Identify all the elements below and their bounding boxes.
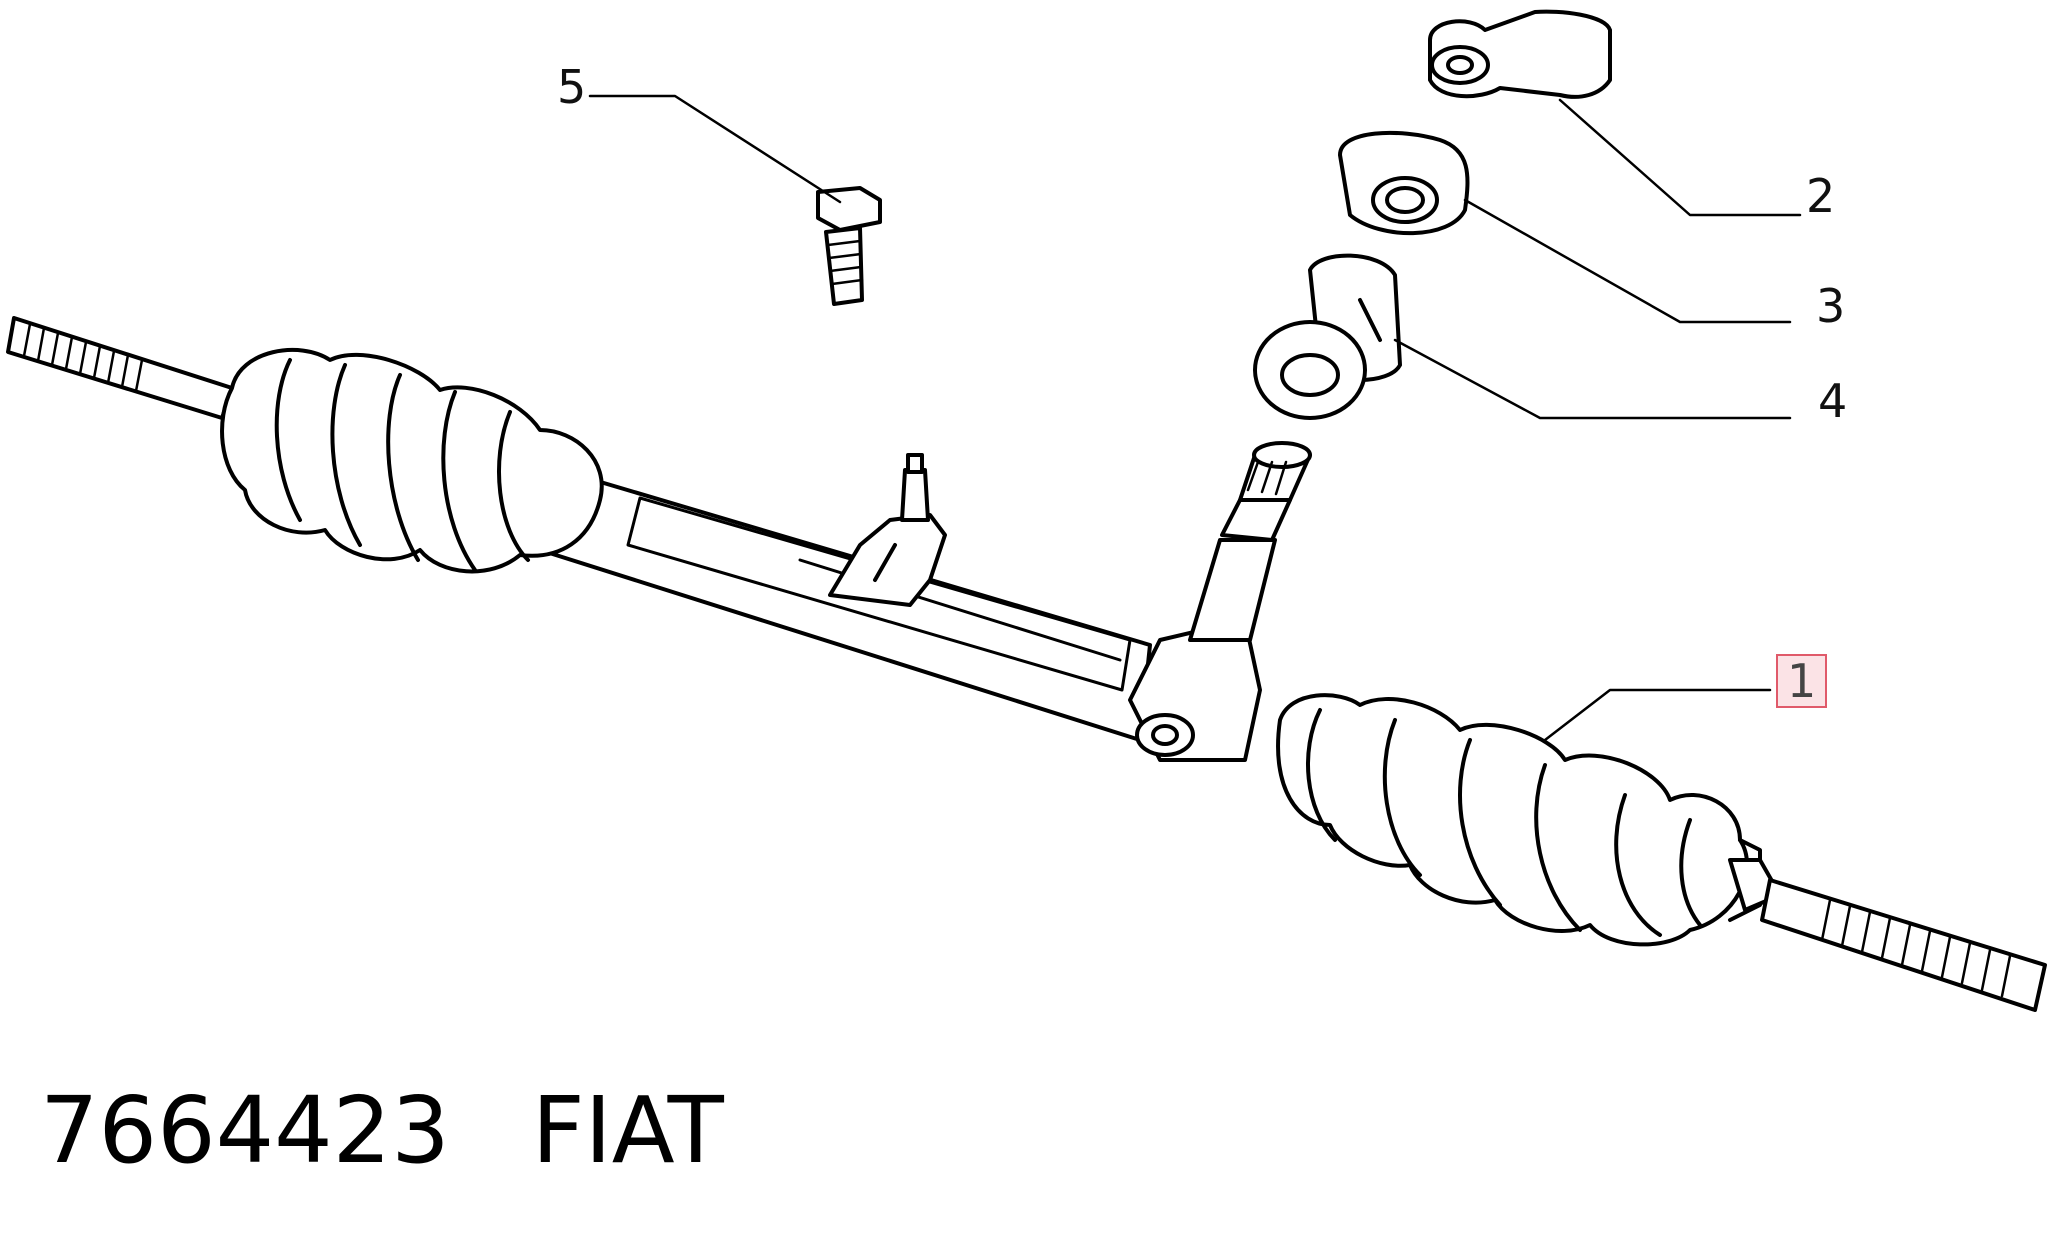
leader-line-2 xyxy=(1558,98,1802,217)
callout-4: 4 xyxy=(1818,374,1848,428)
left-bellows-boot xyxy=(220,347,604,574)
leader-line-5 xyxy=(588,94,842,204)
bolt-part-5 xyxy=(816,186,882,306)
rack-housing xyxy=(538,468,1152,742)
pinion-housing xyxy=(1128,441,1312,762)
callout-5: 5 xyxy=(557,60,587,114)
bush-part-3 xyxy=(1338,130,1470,236)
leader-line-4 xyxy=(1393,338,1792,420)
mounting-bracket xyxy=(828,453,947,607)
clamp-part-2 xyxy=(1428,9,1612,99)
right-bellows-boot xyxy=(1276,693,1762,947)
left-tie-rod xyxy=(6,316,234,420)
leader-line-3 xyxy=(1463,198,1792,324)
callout-1[interactable]: 1 xyxy=(1776,654,1828,708)
right-tie-rod xyxy=(1728,858,2047,1012)
brand-name: FIAT xyxy=(531,1077,724,1184)
callout-2: 2 xyxy=(1806,169,1836,223)
callout-3: 3 xyxy=(1816,279,1846,333)
part-number: 7664423 xyxy=(40,1077,450,1184)
leader-lines xyxy=(588,94,1802,742)
leader-line-1 xyxy=(1543,688,1772,742)
sleeve-part-4 xyxy=(1253,253,1402,420)
